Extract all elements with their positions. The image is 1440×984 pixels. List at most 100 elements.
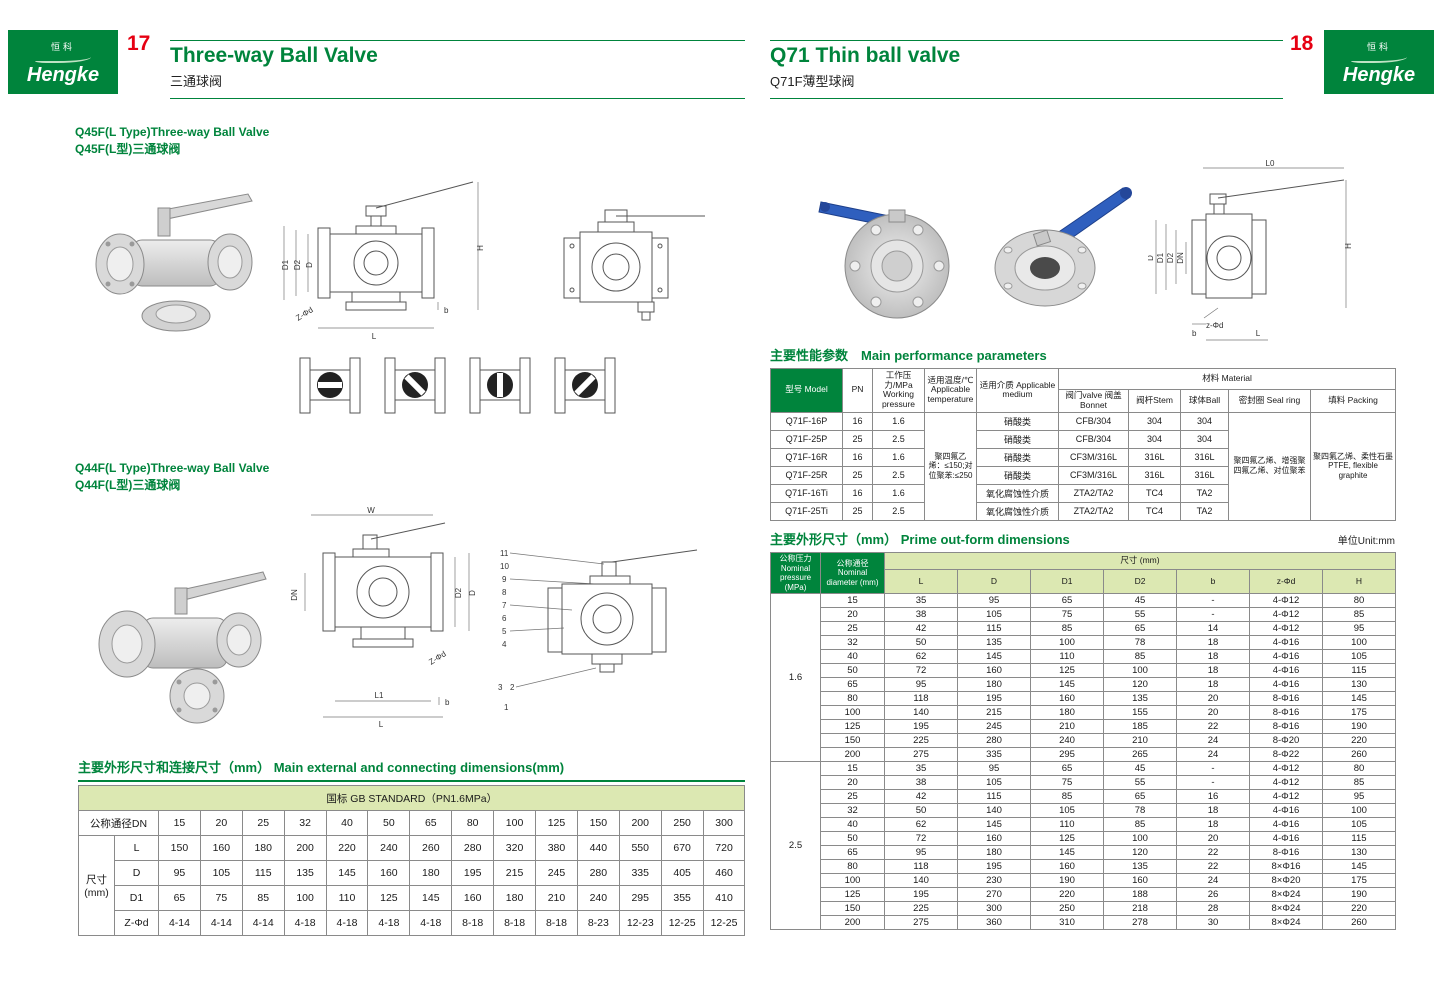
out-value-cell: 62 bbox=[884, 817, 958, 833]
model-cell: Q71F-25R bbox=[770, 465, 843, 485]
logo-cn-text: 恒科 bbox=[1366, 41, 1391, 52]
out-value-cell: 160 bbox=[957, 831, 1031, 847]
out-value-cell: 278 bbox=[1103, 915, 1177, 931]
svg-text:D: D bbox=[305, 262, 314, 268]
dim-value-cell: 135 bbox=[283, 860, 327, 886]
out-value-cell: 20 bbox=[1176, 691, 1250, 707]
out-value-cell: 26 bbox=[1176, 887, 1250, 903]
out-value-cell: 260 bbox=[1322, 747, 1396, 763]
ball-cell: 316L bbox=[1180, 447, 1229, 467]
left-page-title: Three-way Ball Valve bbox=[170, 44, 378, 67]
out-value-cell: 95 bbox=[957, 761, 1031, 777]
out-value-cell: 175 bbox=[1322, 705, 1396, 721]
out-value-cell: 78 bbox=[1103, 635, 1177, 651]
out-value-cell: 210 bbox=[1030, 719, 1104, 735]
dim-value-cell: 4-14 bbox=[158, 910, 201, 936]
out-value-cell: 8-Φ16 bbox=[1249, 845, 1323, 861]
out-value-cell: 28 bbox=[1176, 901, 1250, 917]
dim-value-cell: 12-25 bbox=[660, 910, 704, 936]
out-value-cell: 65 bbox=[1103, 789, 1177, 805]
out-value-cell: 75 bbox=[1030, 607, 1104, 623]
logo-leaf-swoosh bbox=[1351, 53, 1407, 63]
out-value-cell: 95 bbox=[1322, 789, 1396, 805]
out-value-cell: 55 bbox=[1103, 775, 1177, 791]
ball-header: 球体Ball bbox=[1180, 389, 1229, 413]
ball-cell: 316L bbox=[1180, 465, 1229, 485]
out-value-cell: 72 bbox=[884, 663, 958, 679]
svg-text:b: b bbox=[445, 698, 450, 707]
out-value-cell: 240 bbox=[1030, 733, 1104, 749]
dim-value-cell: 115 bbox=[241, 860, 285, 886]
svg-text:3: 3 bbox=[498, 683, 503, 692]
out-value-cell: 50 bbox=[884, 635, 958, 651]
out-value-cell: 225 bbox=[884, 901, 958, 917]
out-dn-cell: 20 bbox=[820, 607, 885, 623]
ball-cell: 304 bbox=[1180, 411, 1229, 431]
out-value-cell: 72 bbox=[884, 831, 958, 847]
out-value-cell: 18 bbox=[1176, 663, 1250, 679]
q44f-section-drawing: W DN D2 D Z-Φd L1 b L bbox=[283, 505, 483, 730]
dim-value-cell: 100 bbox=[283, 885, 327, 911]
dim-value-cell: 12-23 bbox=[618, 910, 662, 936]
dim-value-cell: 410 bbox=[702, 885, 746, 911]
svg-text:D2: D2 bbox=[1166, 252, 1175, 263]
dim-value-cell: 8-18 bbox=[535, 910, 578, 936]
svg-text:L: L bbox=[372, 332, 377, 341]
pn-cell: 16 bbox=[842, 411, 873, 431]
out-value-cell: 45 bbox=[1103, 761, 1177, 777]
out-value-cell: 8-Φ16 bbox=[1249, 719, 1323, 735]
out-value-cell: 125 bbox=[1030, 663, 1104, 679]
out-value-cell: 160 bbox=[1030, 859, 1104, 875]
svg-text:W: W bbox=[367, 506, 375, 515]
out-value-cell: 35 bbox=[884, 593, 958, 609]
dim-value-cell: 180 bbox=[493, 885, 537, 911]
out-dn-cell: 15 bbox=[820, 593, 885, 609]
stem-cell: 304 bbox=[1128, 429, 1181, 449]
out-value-cell: 135 bbox=[1103, 691, 1177, 707]
model-cell: Q71F-16P bbox=[770, 411, 843, 431]
bonnet-cell: ZTA2/TA2 bbox=[1058, 501, 1129, 521]
stem-header: 阀杆Stem bbox=[1128, 389, 1181, 413]
out-value-cell: 8-Φ20 bbox=[1249, 733, 1323, 749]
out-col-header: D2 bbox=[1103, 568, 1177, 595]
pn-header: PN bbox=[842, 368, 873, 413]
svg-text:7: 7 bbox=[502, 601, 507, 610]
dim-value-cell: 240 bbox=[576, 885, 620, 911]
out-value-cell: 105 bbox=[1322, 817, 1396, 833]
out-value-cell: 45 bbox=[1103, 593, 1177, 609]
performance-table: 型号 Model PN 工作压力/MPa Working pressure 适用… bbox=[770, 368, 1397, 521]
seal-header: 密封圈 Seal ring bbox=[1228, 389, 1311, 413]
out-value-cell: 18 bbox=[1176, 803, 1250, 819]
pressure-cell: 1.6 bbox=[872, 483, 925, 503]
out-dn-cell: 80 bbox=[820, 859, 885, 875]
svg-text:9: 9 bbox=[502, 575, 507, 584]
out-value-cell: 118 bbox=[884, 691, 958, 707]
out-value-cell: 8×Φ24 bbox=[1249, 887, 1323, 903]
nominal-diameter-header: 公称通径 Nominal diameter (mm) bbox=[820, 551, 885, 595]
bonnet-header: 阀门valve 阀盖Bonnet bbox=[1058, 389, 1129, 413]
dim-value-cell: 145 bbox=[409, 885, 453, 911]
page-number-left: 17 bbox=[127, 32, 151, 55]
out-value-cell: 275 bbox=[884, 747, 958, 763]
ball-cell: TA2 bbox=[1180, 501, 1229, 521]
out-value-cell: 20 bbox=[1176, 831, 1250, 847]
hengke-logo-right: 恒科 Hengke bbox=[1324, 30, 1434, 94]
svg-text:Z-Φd: Z-Φd bbox=[427, 649, 447, 666]
dim-value-cell: 150 bbox=[158, 835, 201, 861]
dim-value-cell: 260 bbox=[409, 835, 453, 861]
dim-value-cell: 125 bbox=[367, 885, 411, 911]
out-dn-cell: 65 bbox=[820, 677, 885, 693]
right-page-subtitle: Q71F薄型球阀 bbox=[770, 74, 855, 90]
dim-value-cell: 8-18 bbox=[493, 910, 537, 936]
out-value-cell: 275 bbox=[884, 915, 958, 931]
dn-value-cell: 65 bbox=[409, 810, 453, 836]
pressure-cell: 2.5 bbox=[872, 501, 925, 521]
